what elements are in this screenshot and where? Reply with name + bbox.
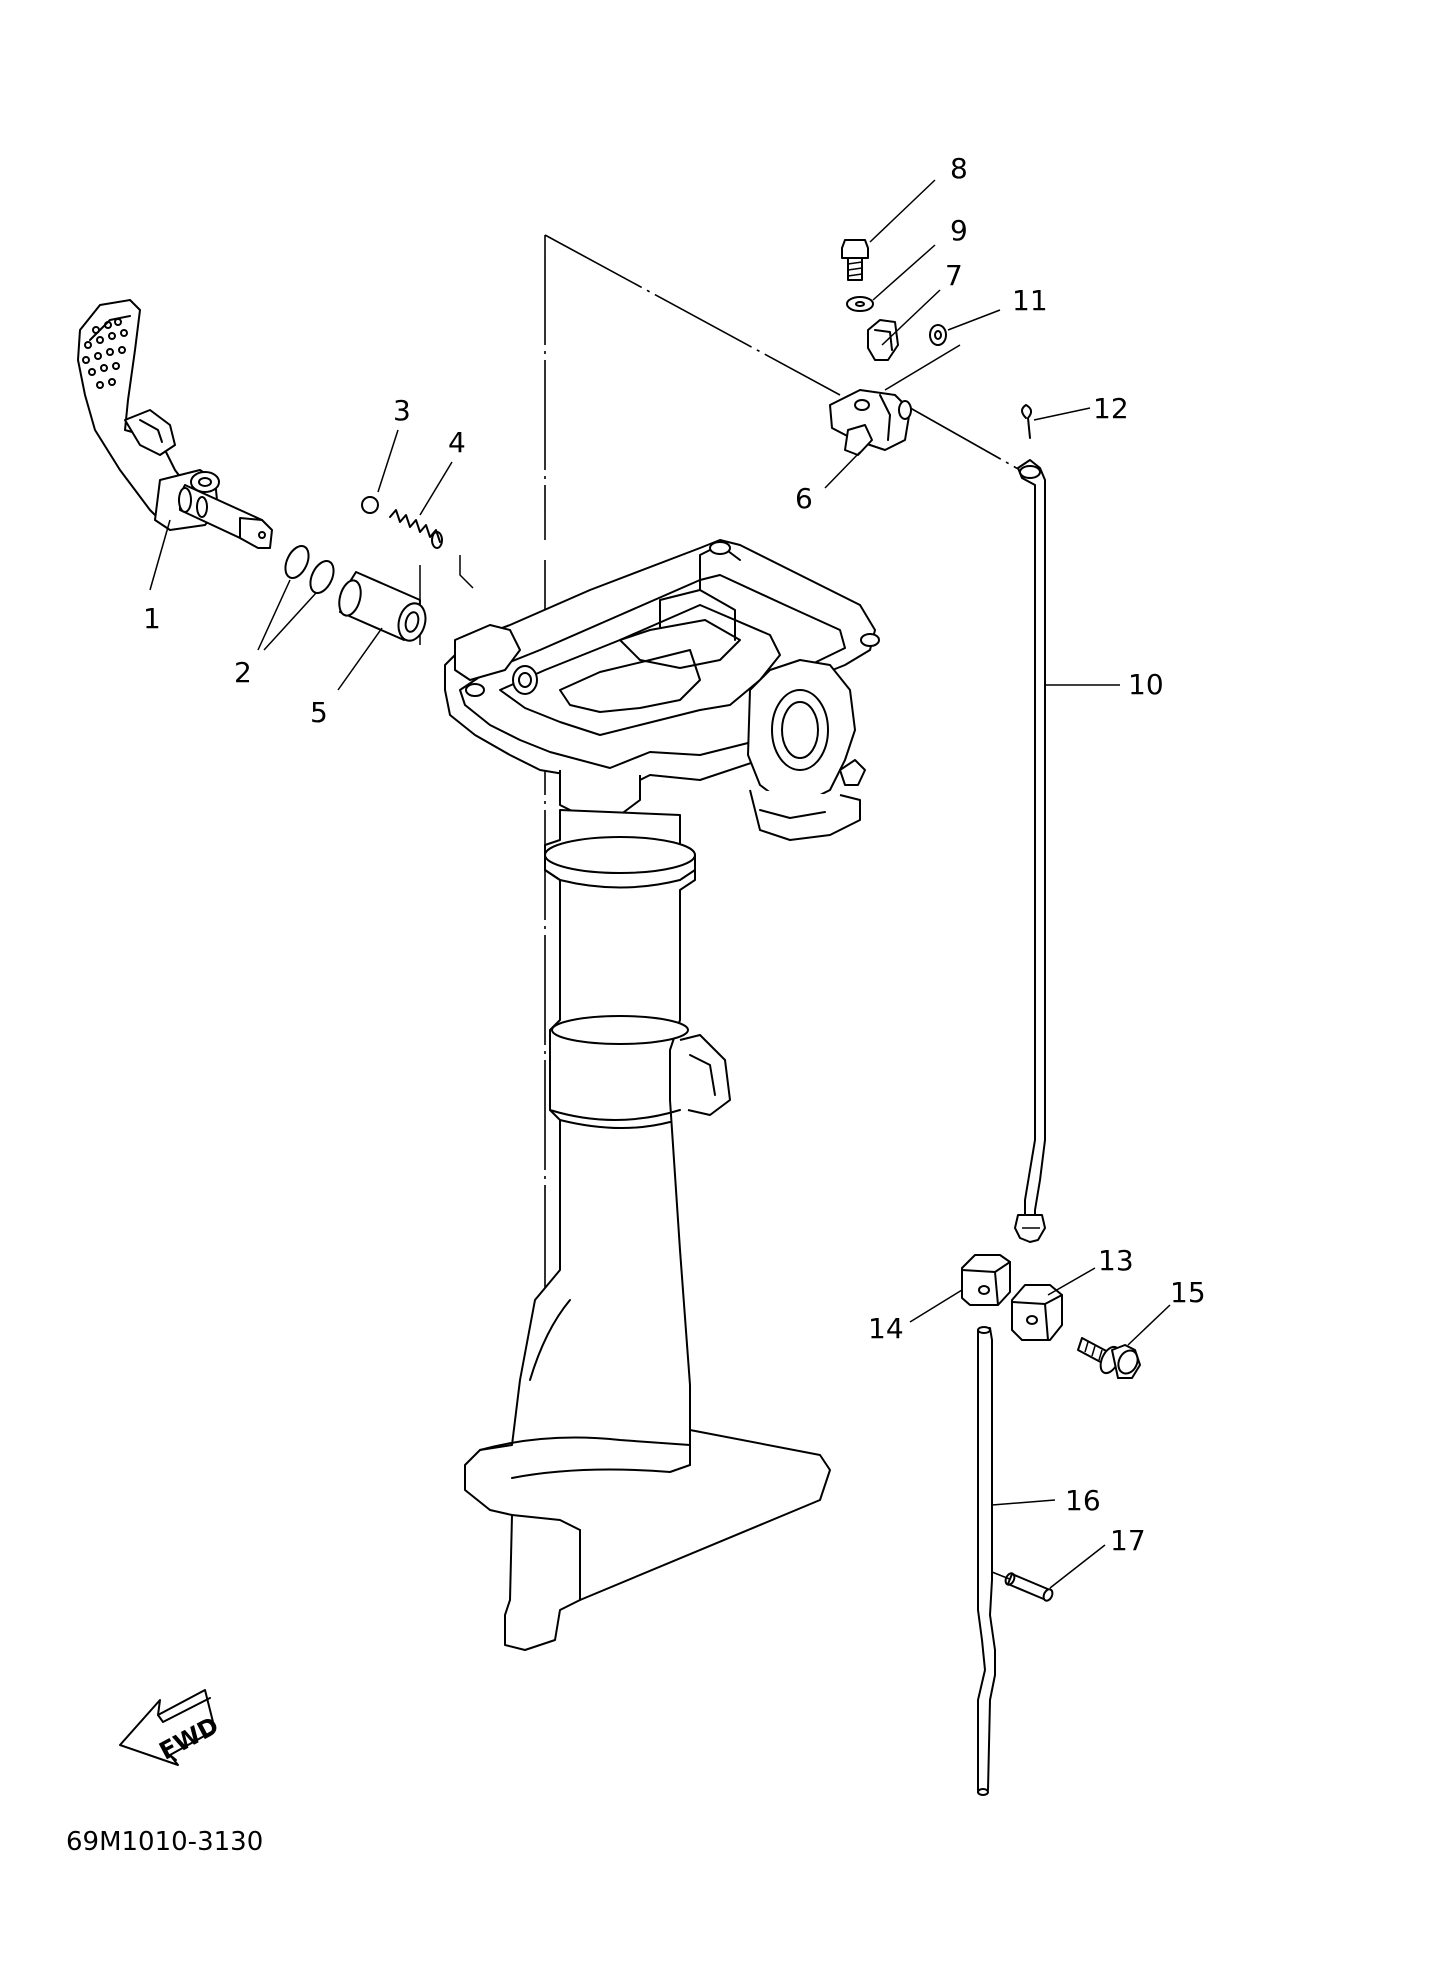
assembly-guide-lines (419, 234, 1021, 1620)
part-7-clip: 7 (867, 259, 963, 361)
part-15-flange-bolt: 15 (1077, 1276, 1206, 1379)
part-16-lower-shift-rod: 16 (977, 1326, 1101, 1796)
part-11-clip: 11 (929, 284, 1048, 346)
part-17-pin: 17 (991, 1524, 1146, 1602)
part-8-bolt: 8 (841, 152, 968, 281)
callout-8: 8 (950, 152, 968, 185)
part-9-washer: 9 (846, 214, 968, 312)
callout-1: 1 (143, 602, 161, 635)
part-3-ball: 3 (361, 394, 411, 514)
callout-11: 11 (1012, 284, 1048, 317)
callout-3: 3 (393, 394, 411, 427)
part-1-shift-lever: 1 (77, 299, 273, 635)
callout-14: 14 (868, 1312, 904, 1345)
part-13-connector-plate: 13 (1011, 1244, 1134, 1341)
drawing-code: 69M1010-3130 (66, 1827, 263, 1857)
part-12-cotter-pin: 12 (1021, 392, 1129, 439)
upper-casing (444, 539, 880, 1651)
callout-12: 12 (1093, 392, 1129, 425)
callout-9: 9 (950, 214, 968, 247)
callout-2: 2 (234, 656, 252, 689)
part-2-o-rings: 2 (234, 545, 335, 689)
callout-15: 15 (1170, 1276, 1206, 1309)
callout-5: 5 (310, 696, 328, 729)
part-6-rod-joint: 6 (795, 389, 912, 515)
callout-4: 4 (448, 426, 466, 459)
callout-17: 17 (1110, 1524, 1146, 1557)
part-14-rod-connector: 14 (868, 1254, 1011, 1345)
callout-13: 13 (1098, 1244, 1134, 1277)
part-4-spring: 4 (389, 426, 466, 549)
part-10-shift-rod: 10 (1014, 459, 1164, 1243)
callout-6: 6 (795, 482, 813, 515)
callout-10: 10 (1128, 668, 1164, 701)
callout-7: 7 (945, 259, 963, 292)
fwd-arrow-icon: FWD (119, 1689, 223, 1766)
part-5-detent-sleeve: 5 (310, 571, 427, 729)
callout-16: 16 (1065, 1484, 1101, 1517)
